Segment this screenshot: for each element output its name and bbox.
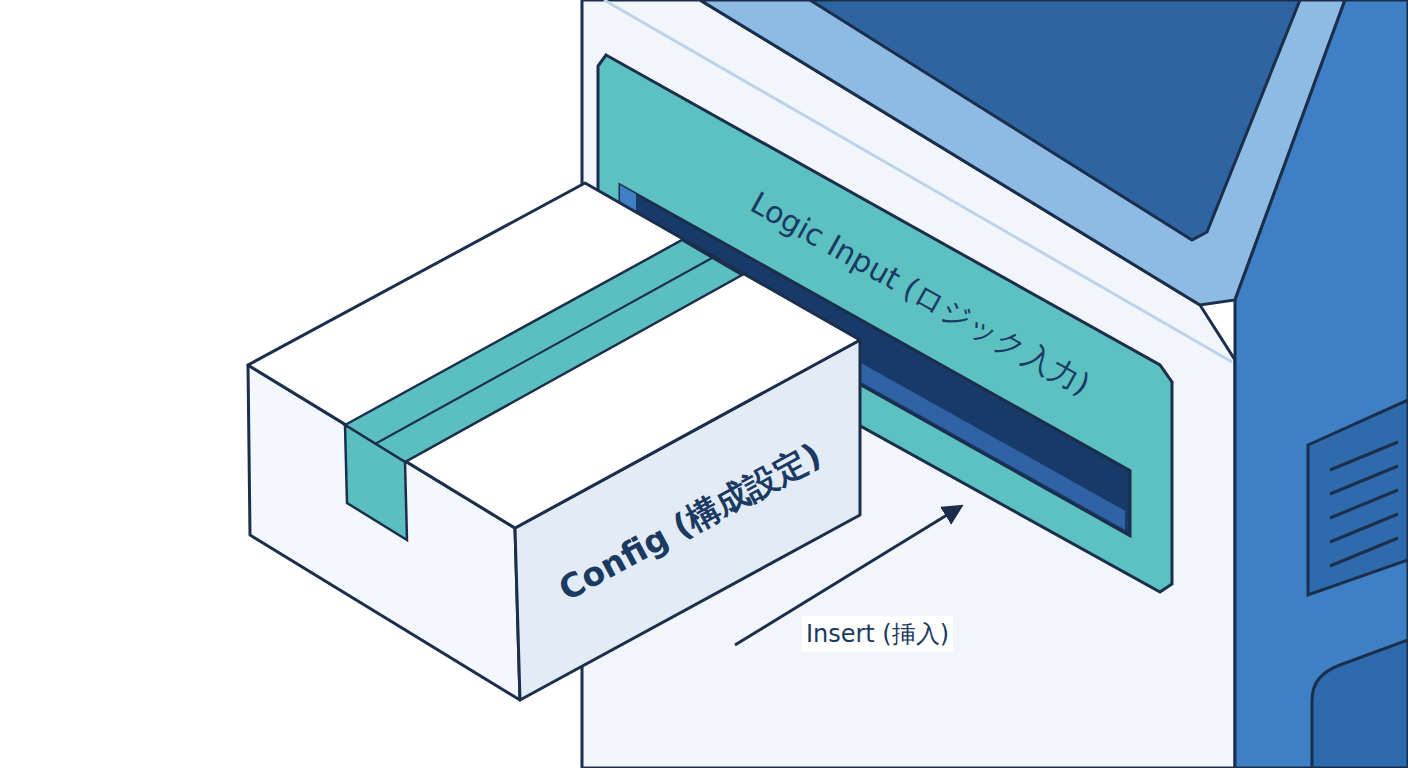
vent <box>1308 400 1408 595</box>
edge-label: Insert (挿入) <box>802 616 953 652</box>
vent-slat <box>1330 490 1398 518</box>
tape <box>345 240 742 462</box>
vent-slats <box>1330 442 1398 566</box>
kiosk-side <box>1235 0 1408 768</box>
tape-flap <box>345 425 407 540</box>
screen <box>810 0 1300 240</box>
vent-slat <box>1330 442 1398 470</box>
tape-stripe <box>375 258 712 444</box>
vent-slat <box>1330 514 1398 542</box>
node-outline <box>246 180 864 704</box>
vent-slat <box>1330 538 1398 566</box>
config-box: Config (構成設定) <box>246 180 864 704</box>
vent-slat <box>1330 466 1398 494</box>
lower-panel <box>1312 640 1408 768</box>
